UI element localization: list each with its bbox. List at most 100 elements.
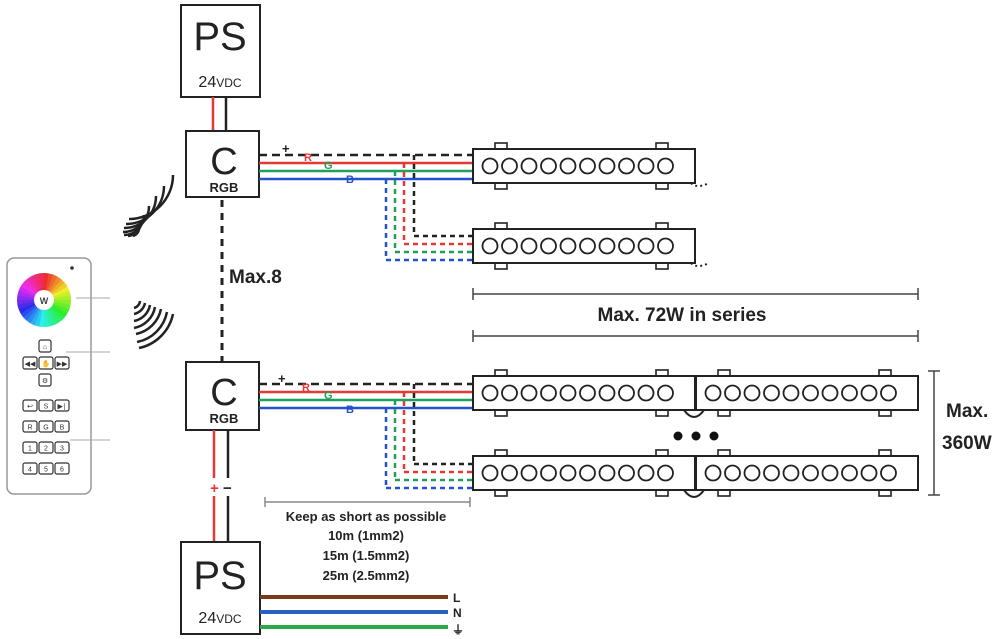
led xyxy=(704,464,722,482)
led xyxy=(637,464,655,482)
led-strip-bottom-1a xyxy=(472,369,696,417)
led xyxy=(501,157,518,175)
remote-button-5-3[interactable]: 6 xyxy=(54,462,70,475)
remote-button-2-2[interactable]: S xyxy=(38,399,54,412)
home-button[interactable]: ⌂ xyxy=(38,339,52,353)
remote-button-4-1[interactable]: 1 xyxy=(22,441,38,454)
led xyxy=(637,237,655,255)
mains-earth-icon: ⏚ xyxy=(452,623,464,637)
remote-button-5-2[interactable]: 5 xyxy=(38,462,54,475)
svg-text:▶▶: ▶▶ xyxy=(57,361,68,368)
remote-button-2-3[interactable]: ▶∣ xyxy=(54,399,70,412)
led xyxy=(501,384,518,402)
svg-text:S: S xyxy=(44,404,49,411)
wire-red-label: R xyxy=(304,152,312,164)
more-strips-dots xyxy=(673,431,719,441)
led xyxy=(860,464,878,482)
signal-wave-icon xyxy=(122,174,175,238)
svg-text:R: R xyxy=(27,425,32,432)
pause-button[interactable]: ✋ xyxy=(38,356,54,370)
wire-red-label: R xyxy=(302,382,310,394)
total-power-bracket xyxy=(928,370,940,496)
svg-text:3: 3 xyxy=(60,446,64,453)
series-bracket-bottom xyxy=(472,330,919,342)
bottom-power-supply: PS 24VDC xyxy=(180,541,261,635)
led xyxy=(481,157,499,175)
svg-text:G: G xyxy=(43,425,48,432)
led xyxy=(501,237,518,255)
led xyxy=(657,464,674,482)
svg-text:▶∣: ▶∣ xyxy=(58,403,67,411)
led xyxy=(520,157,538,175)
strip-joint xyxy=(683,489,705,498)
top-controller: C RGB xyxy=(185,130,260,198)
series-bracket-top xyxy=(472,288,919,300)
remote-button-4-3[interactable]: 3 xyxy=(54,441,70,454)
bottom-ps-label: PS xyxy=(193,554,246,598)
led xyxy=(637,384,655,402)
led xyxy=(821,384,839,402)
led xyxy=(618,237,635,255)
remote-button-4-2[interactable]: 2 xyxy=(38,441,54,454)
svg-text:B: B xyxy=(60,425,65,432)
led xyxy=(598,237,616,255)
led xyxy=(782,464,800,482)
led xyxy=(880,464,897,482)
remote-button-3-3[interactable]: B xyxy=(54,420,70,433)
wheel-center xyxy=(34,290,54,310)
strip-joint xyxy=(683,409,705,418)
cable-note-line3: 15m (1.5mm2) xyxy=(323,548,410,563)
led xyxy=(618,157,635,175)
top-power-supply: PS 24VDC xyxy=(180,4,261,98)
settings-button[interactable]: ⚙ xyxy=(38,373,52,387)
led xyxy=(821,464,839,482)
led xyxy=(782,384,800,402)
mains-live-label: L xyxy=(453,591,460,605)
remote-button-2-1[interactable]: ↩ xyxy=(22,399,38,412)
led xyxy=(841,384,858,402)
max-total-label-1: Max. xyxy=(946,401,988,422)
bottom-controller-sublabel: RGB xyxy=(210,411,239,426)
remote-button-5-1[interactable]: 4 xyxy=(22,462,38,475)
top-ps-label: PS xyxy=(193,15,246,59)
bottom-ps-voltage: 24VDC xyxy=(198,610,241,627)
led xyxy=(520,237,538,255)
svg-text:✋: ✋ xyxy=(42,359,51,368)
remote-callout-lines xyxy=(66,297,110,441)
svg-text:↩: ↩ xyxy=(27,404,33,411)
bottom-controller-label: C xyxy=(210,372,237,414)
led xyxy=(559,157,577,175)
led xyxy=(579,157,596,175)
top-controller-sublabel: RGB xyxy=(210,180,239,195)
bottom-controller-wires: + R G B xyxy=(259,371,473,490)
led xyxy=(481,384,499,402)
wire-blue-label: B xyxy=(346,174,354,186)
led xyxy=(481,237,499,255)
signal-wave-icon xyxy=(133,300,175,350)
led-strip-top-1 xyxy=(472,142,710,190)
led xyxy=(860,384,878,402)
ps-minus-label: − xyxy=(223,480,232,497)
led xyxy=(520,464,538,482)
led xyxy=(540,237,557,255)
cable-note: Keep as short as possible 10m (1mm2) 15m… xyxy=(286,509,446,583)
led xyxy=(724,384,741,402)
remote-button-3-2[interactable]: G xyxy=(38,420,54,433)
led xyxy=(481,464,499,482)
remote-button-3-1[interactable]: R xyxy=(22,420,38,433)
led xyxy=(520,384,538,402)
cable-note-line2: 10m (1mm2) xyxy=(328,528,404,543)
led xyxy=(743,464,761,482)
wire-blue-label: B xyxy=(346,404,354,416)
forward-button[interactable]: ▶▶ xyxy=(54,356,70,370)
led-strip-bottom-2a xyxy=(472,449,696,497)
svg-text:6: 6 xyxy=(60,467,64,474)
bottom-controller: C RGB xyxy=(185,361,260,431)
led xyxy=(579,237,596,255)
cable-note-line1: Keep as short as possible xyxy=(286,509,446,524)
led xyxy=(579,464,596,482)
top-controller-wires: + R G B xyxy=(259,141,473,262)
led xyxy=(618,464,635,482)
rewind-button[interactable]: ◀◀ xyxy=(22,356,38,370)
